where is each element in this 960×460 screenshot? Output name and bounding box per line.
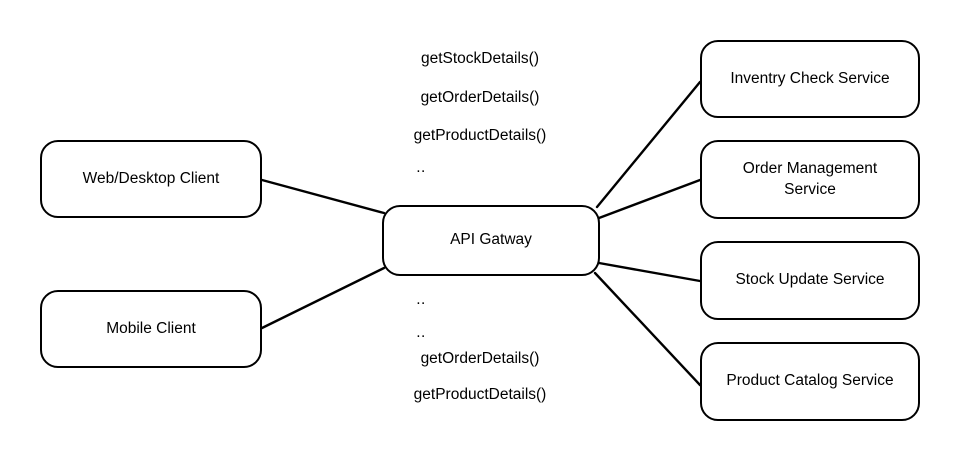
node-inventory-check-service[interactable]: Inventry Check Service [700, 40, 920, 118]
edge-web-client-to-gateway [260, 178, 386, 215]
node-product-catalog-service-label: Product Catalog Service [726, 372, 894, 390]
node-order-management-service-label: Order Management Service [742, 160, 878, 198]
call-label-top-3: getProductDetails() [413, 127, 547, 144]
call-label-bottom-2: .. [416, 324, 426, 341]
node-web-desktop-client[interactable]: Web/Desktop Client [40, 140, 262, 218]
node-mobile-client-label: Mobile Client [106, 319, 196, 337]
call-label-top-2: getOrderDetails() [420, 89, 540, 106]
node-api-gateway-label: API Gatway [450, 231, 532, 249]
edge-gateway-to-order-service [597, 178, 702, 220]
call-label-bottom-3: getOrderDetails() [420, 350, 540, 367]
call-label-bottom-1: .. [416, 291, 426, 308]
call-label-top-1: getStockDetails() [420, 50, 540, 67]
edge-mobile-client-to-gateway [260, 266, 386, 330]
edge-gateway-to-inventory-service [595, 80, 702, 209]
node-product-catalog-service[interactable]: Product Catalog Service [700, 342, 920, 421]
node-stock-update-service-label: Stock Update Service [735, 271, 885, 289]
node-inventory-check-service-label: Inventry Check Service [730, 69, 890, 87]
node-order-management-service[interactable]: Order Management Service [700, 140, 920, 219]
call-label-top-4: .. [416, 159, 426, 176]
edge-gateway-to-stock-service [597, 261, 702, 283]
node-stock-update-service[interactable]: Stock Update Service [700, 241, 920, 320]
call-label-bottom-4: getProductDetails() [413, 386, 547, 403]
node-web-desktop-client-label: Web/Desktop Client [82, 169, 220, 187]
edge-gateway-to-product-service [593, 271, 702, 387]
node-mobile-client[interactable]: Mobile Client [40, 290, 262, 368]
node-api-gateway[interactable]: API Gatway [382, 205, 600, 276]
